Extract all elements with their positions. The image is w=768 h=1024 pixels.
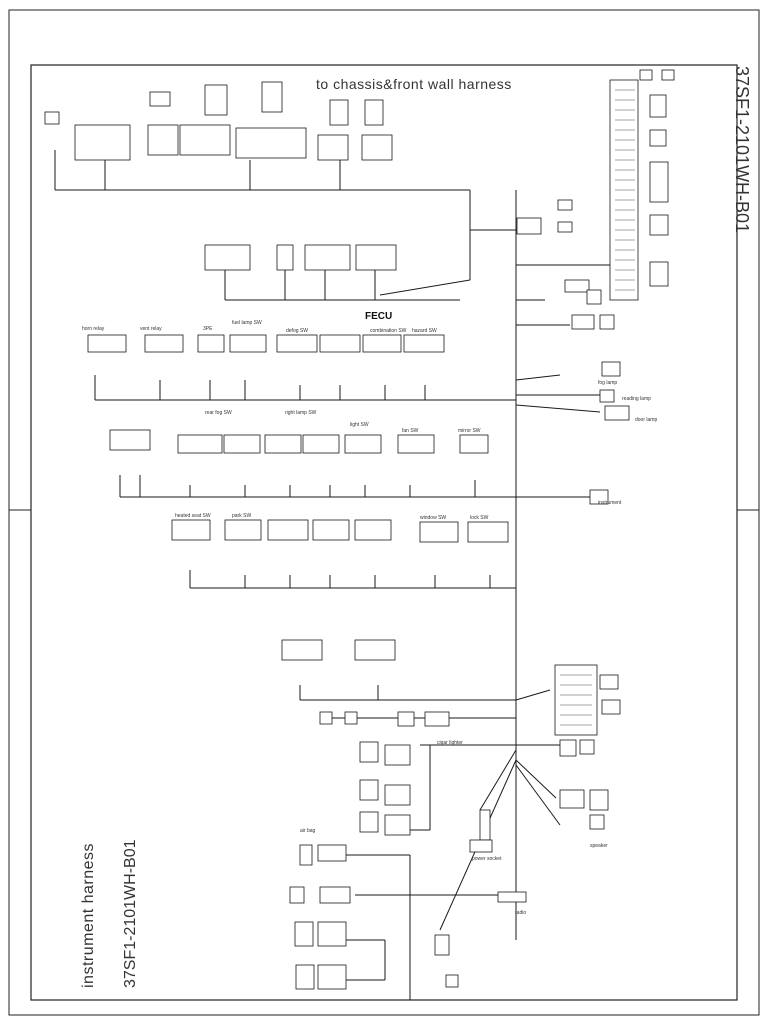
label-heated-seat-sw: heated seat SW	[175, 513, 211, 519]
label-power-socket: power socket	[472, 856, 502, 862]
label-fog-lamp: fog lamp	[598, 380, 618, 386]
label-door-lamp: door lamp	[635, 417, 658, 423]
label-radio: radio	[515, 910, 527, 916]
trunk-lines	[54, 150, 610, 1000]
label-defog-sw: defog SW	[286, 328, 308, 334]
label-fan-sw: fan SW	[402, 428, 419, 434]
label-park-sw: park SW	[232, 513, 252, 519]
label-horn-relay: horn relay	[82, 326, 105, 332]
top-title: to chassis&front wall harness	[316, 76, 512, 92]
label-vent-relay: vent relay	[140, 326, 162, 332]
label-hazard-sw: hazard SW	[412, 328, 437, 334]
connector-blocks	[44, 69, 675, 990]
label-instrument: instrument	[598, 500, 622, 506]
label-lock-sw: lock SW	[470, 515, 489, 521]
label-right-lamp-sw: right lamp SW	[285, 410, 317, 416]
label-cigar-lighter: cigar lighter	[437, 740, 463, 746]
label-light-sw: light SW	[350, 422, 369, 428]
drawing-number-right: 37SF1-2101WH-B01	[732, 66, 752, 234]
drawing-number-left: 37SF1-2101WH-B01	[122, 839, 139, 988]
label-fuel-lamp-sw: fuel lamp SW	[232, 320, 262, 326]
label-air-bag: air bag	[300, 828, 316, 834]
ecu-label: FECU	[365, 311, 393, 322]
label-reading-lamp: reading lamp	[622, 396, 651, 402]
inner-frame	[30, 64, 738, 1001]
harness-name: instrument harness	[80, 842, 97, 988]
label-combination-sw: combination SW	[370, 328, 407, 334]
label-window-sw: window SW	[420, 515, 447, 521]
label-rear-fog-sw: rear fog SW	[205, 410, 232, 416]
label-speaker: speaker	[590, 843, 608, 849]
label-mirror-sw: mirror SW	[458, 428, 481, 434]
outer-frame	[8, 9, 760, 1016]
connector-pins	[560, 89, 635, 726]
label-3pe: 3PE	[203, 326, 213, 332]
